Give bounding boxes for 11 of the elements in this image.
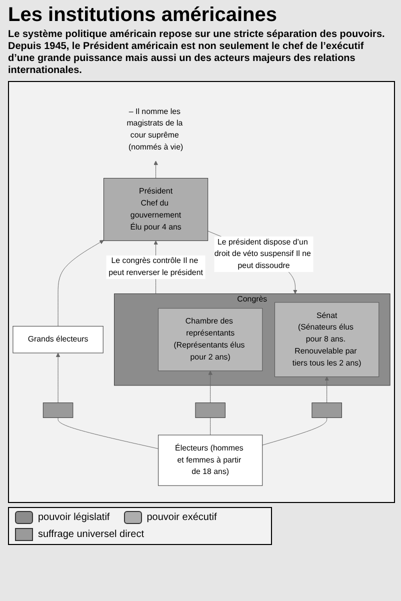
connector bbox=[210, 417, 211, 436]
node-box bbox=[195, 402, 226, 418]
node-box bbox=[312, 402, 342, 418]
legend-label: pouvoir exécutif bbox=[146, 512, 217, 523]
connector bbox=[262, 417, 328, 446]
connector bbox=[58, 417, 159, 449]
intro-paragraph: Le système politique américain repose sur une stricte séparation des pouvoirs. Depuis 1945, le Président américain est non seulement le chef de l’exécutif d’une grande puissance mais aussi un des acteurs majeurs des relations internationales. bbox=[8, 29, 386, 77]
node-box bbox=[42, 402, 74, 418]
legend-label: pouvoir législatif bbox=[38, 512, 110, 523]
title: Les institutions américaines bbox=[8, 4, 278, 27]
legend-label: suffrage universel direct bbox=[38, 529, 144, 540]
